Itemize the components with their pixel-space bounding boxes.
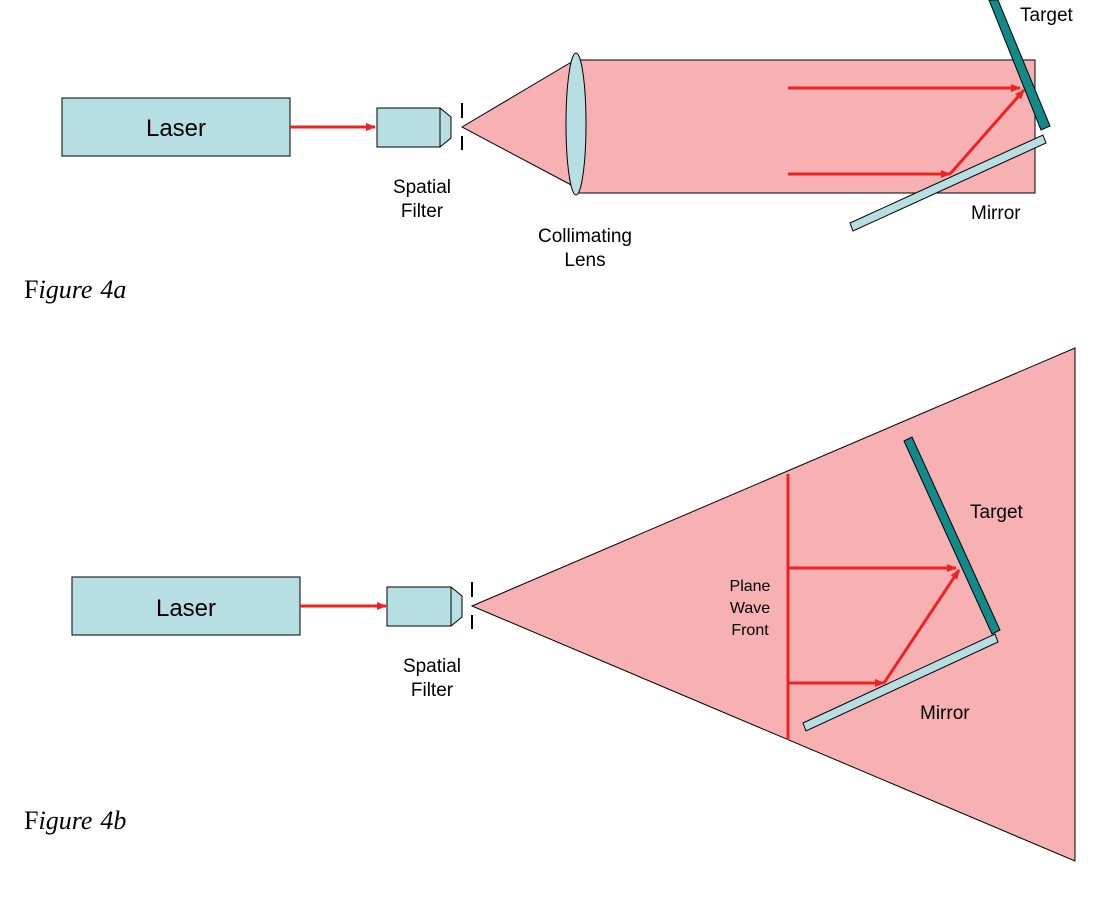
caption-4a-number: 4 — [100, 275, 113, 304]
filter-label-b-2: Filter — [411, 680, 454, 701]
lens-label-2: Lens — [564, 250, 605, 271]
caption-4a: Figure 4a — [24, 275, 126, 304]
caption-4b-number: 4 — [100, 806, 113, 835]
wavefront-label-1: Plane — [730, 578, 771, 595]
laser-label-a: Laser — [146, 115, 206, 142]
caption-4a-letter: a — [113, 275, 126, 304]
wavefront-label-2: Wave — [730, 600, 770, 617]
collimated-beam — [574, 59, 1036, 194]
filter-label-a-2: Filter — [401, 201, 444, 222]
laser-label-b: Laser — [156, 595, 216, 622]
caption-4a-prefix: F — [24, 275, 38, 304]
target-b — [903, 436, 1001, 635]
laser-box-b — [71, 576, 301, 636]
caption-4b-word: igure — [38, 806, 92, 835]
figure-4b: Laser Spatial Filter Plane Wave Front Ta… — [24, 347, 1076, 862]
mirror-label-a: Mirror — [971, 203, 1021, 224]
target-label-b: Target — [970, 502, 1024, 523]
caption-4b-prefix: F — [24, 806, 38, 835]
wavefront-label-3: Front — [731, 622, 769, 639]
mirror-b — [802, 633, 999, 732]
ray-reflected-b — [882, 569, 961, 684]
diverging-beam-a — [460, 59, 576, 188]
ray-reflected-a — [948, 89, 1026, 175]
lens-label-1: Collimating — [538, 226, 632, 247]
caption-4b-letter: b — [113, 806, 126, 835]
filter-label-b-1: Spatial — [403, 656, 461, 677]
target-label-a: Target — [1020, 5, 1074, 26]
caption-4b: Figure 4b — [24, 806, 126, 835]
collimating-lens — [565, 52, 587, 196]
laser-box-a — [61, 97, 291, 157]
target-a — [988, 0, 1051, 131]
caption-4a-word: igure — [38, 275, 92, 304]
filter-label-a-1: Spatial — [393, 177, 451, 198]
figure-4a: Laser Spatial Filter Collimating Lens Ta… — [24, 0, 1074, 304]
mirror-a — [849, 134, 1047, 232]
mirror-label-b: Mirror — [920, 703, 970, 724]
